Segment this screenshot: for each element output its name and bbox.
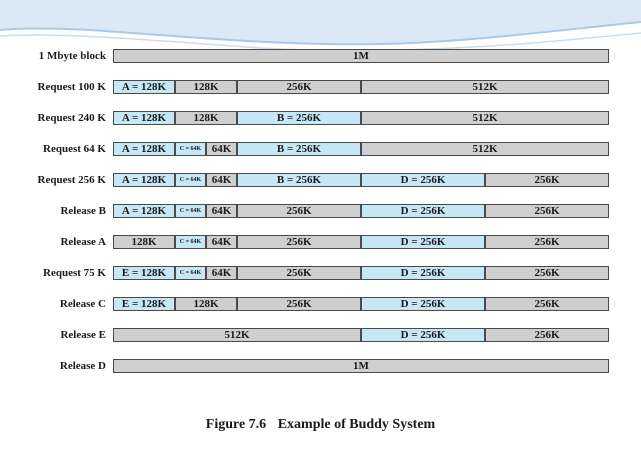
free-block: 128K bbox=[175, 297, 237, 311]
allocated-block: B = 256K bbox=[237, 142, 361, 156]
free-block: 256K bbox=[237, 266, 361, 280]
free-block: 256K bbox=[237, 235, 361, 249]
row-label: Release D bbox=[59, 360, 106, 372]
allocated-block: E = 128K bbox=[113, 266, 175, 280]
free-block: 128K bbox=[113, 235, 175, 249]
free-block: 64K bbox=[206, 266, 237, 280]
row-label: Request 75 K bbox=[43, 267, 106, 279]
allocated-block: C = 64K bbox=[175, 235, 206, 249]
row-label: Request 240 K bbox=[37, 112, 106, 124]
memory-bar: 1M bbox=[113, 49, 609, 65]
row-label: Release C bbox=[59, 298, 106, 310]
free-block: 256K bbox=[237, 80, 361, 94]
row-label: Request 64 K bbox=[43, 143, 106, 155]
free-block: 512K bbox=[113, 328, 361, 342]
allocated-block: D = 256K bbox=[361, 235, 485, 249]
allocated-block: B = 256K bbox=[237, 173, 361, 187]
allocated-block: D = 256K bbox=[361, 173, 485, 187]
row-label: 1 Mbyte block bbox=[38, 50, 106, 62]
free-block: 256K bbox=[485, 297, 609, 311]
free-block: 128K bbox=[175, 111, 237, 125]
caption-figure-number: Figure 7.6 bbox=[205, 417, 267, 432]
free-block: 256K bbox=[237, 204, 361, 218]
free-block: 512K bbox=[361, 142, 609, 156]
allocated-block: A = 128K bbox=[113, 142, 175, 156]
allocated-block: C = 64K bbox=[175, 266, 206, 280]
free-block: 256K bbox=[485, 204, 609, 218]
free-block: 64K bbox=[206, 235, 237, 249]
allocated-block: A = 128K bbox=[113, 111, 175, 125]
allocated-block: D = 256K bbox=[361, 328, 485, 342]
allocated-block: A = 128K bbox=[113, 173, 175, 187]
row-label: Release E bbox=[60, 329, 106, 341]
allocated-block: E = 128K bbox=[113, 297, 175, 311]
free-block: 512K bbox=[361, 80, 609, 94]
free-block: 64K bbox=[206, 173, 237, 187]
free-block: 256K bbox=[485, 266, 609, 280]
figure-caption: Figure 7.6 Example of Buddy System bbox=[0, 417, 641, 433]
allocated-block: A = 128K bbox=[113, 204, 175, 218]
free-block: 64K bbox=[206, 142, 237, 156]
caption-title: Example of Buddy System bbox=[277, 417, 436, 432]
memory-bar: 1M bbox=[113, 359, 609, 375]
allocated-block: C = 64K bbox=[175, 142, 206, 156]
free-block: 1M bbox=[113, 49, 609, 63]
allocated-block: C = 64K bbox=[175, 204, 206, 218]
row-label: Request 256 K bbox=[37, 174, 106, 186]
free-block: 64K bbox=[206, 204, 237, 218]
row-label: Release A bbox=[60, 236, 106, 248]
allocated-block: D = 256K bbox=[361, 204, 485, 218]
free-block: 128K bbox=[175, 80, 237, 94]
allocated-block: C = 64K bbox=[175, 173, 206, 187]
allocated-block: D = 256K bbox=[361, 297, 485, 311]
allocated-block: B = 256K bbox=[237, 111, 361, 125]
free-block: 256K bbox=[485, 235, 609, 249]
free-block: 256K bbox=[237, 297, 361, 311]
free-block: 1M bbox=[113, 359, 609, 373]
free-block: 256K bbox=[485, 173, 609, 187]
allocated-block: D = 256K bbox=[361, 266, 485, 280]
allocated-block: A = 128K bbox=[113, 80, 175, 94]
free-block: 512K bbox=[361, 111, 609, 125]
row-label: Release B bbox=[60, 205, 106, 217]
row-label: Request 100 K bbox=[37, 81, 106, 93]
free-block: 256K bbox=[485, 328, 609, 342]
